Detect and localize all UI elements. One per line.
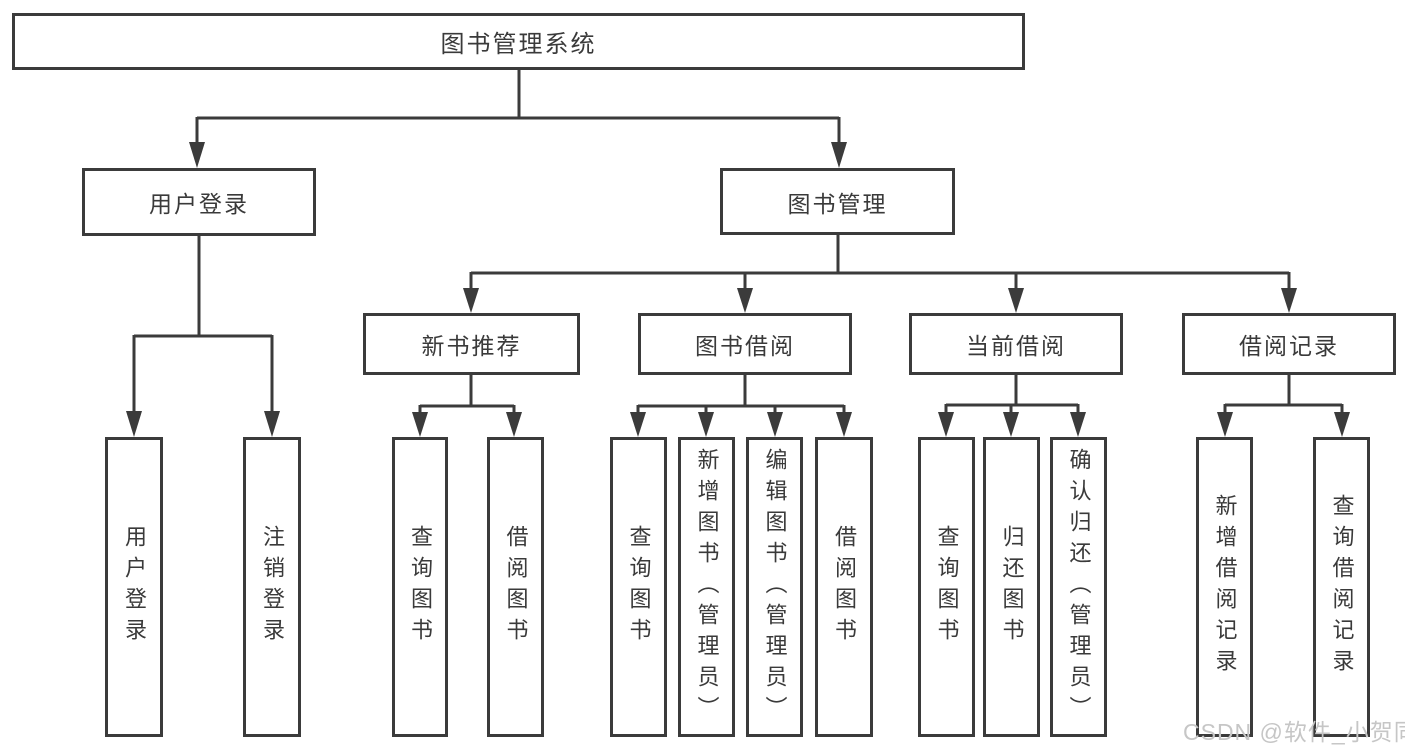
leaf-add-borrow-record-label: 新增借阅记录 — [1212, 494, 1238, 680]
leaf-user-login: 用户登录 — [105, 437, 163, 737]
arrowhead-down-icon — [698, 412, 714, 437]
node-root: 图书管理系统 — [12, 13, 1025, 70]
leaf-borrow-book: 借阅图书 — [815, 437, 873, 737]
node-book-management-label: 图书管理 — [787, 190, 888, 217]
arrowhead-down-icon — [412, 412, 428, 437]
arrowhead-down-icon — [1334, 412, 1350, 437]
connector-path — [469, 234, 1291, 289]
connector-current-borrow — [938, 375, 1086, 437]
leaf-logout: 注销登录 — [243, 437, 301, 737]
leaf-confirm-return-admin-label: 确认归还（管理员） — [1066, 447, 1092, 727]
leaf-confirm-return-admin: 确认归还（管理员） — [1050, 437, 1107, 737]
connector-borrow-records — [1217, 375, 1350, 437]
watermark: CSDN @软件_小贺同学 — [1183, 719, 1405, 745]
connector-new-book-recommend — [412, 375, 522, 437]
arrowhead-down-icon — [1070, 412, 1086, 437]
arrowhead-down-icon — [126, 411, 142, 437]
node-root-label: 图书管理系统 — [440, 31, 597, 58]
arrowhead-down-icon — [463, 288, 479, 313]
leaf-return-book: 归还图书 — [983, 437, 1040, 737]
arrowhead-down-icon — [831, 142, 847, 168]
arrowhead-down-icon — [189, 142, 205, 168]
arrowhead-down-icon — [1008, 288, 1024, 313]
node-user-login-group-label: 用户登录 — [149, 191, 249, 217]
arrowhead-down-icon — [264, 411, 280, 437]
connector-path — [1223, 375, 1344, 413]
leaf-edit-book-admin: 编辑图书（管理员） — [746, 437, 803, 737]
arrowhead-down-icon — [1217, 412, 1233, 437]
arrowhead-down-icon — [737, 288, 753, 313]
node-new-book-recommend: 新书推荐 — [363, 313, 580, 375]
leaf-edit-book-admin-label: 编辑图书（管理员） — [762, 447, 788, 727]
arrowhead-down-icon — [1003, 412, 1019, 437]
node-current-borrow-label: 当前借阅 — [966, 333, 1066, 359]
connector-path — [132, 234, 274, 412]
leaf-user-login-label: 用户登录 — [122, 525, 147, 649]
node-borrow-records: 借阅记录 — [1182, 313, 1396, 375]
node-book-borrow-label: 图书借阅 — [695, 333, 795, 359]
connector-user-login-group — [126, 234, 280, 437]
node-new-book-recommend-label: 新书推荐 — [421, 333, 522, 359]
leaf-borrow-book-recommend: 借阅图书 — [487, 437, 544, 737]
connector-path — [418, 375, 516, 413]
node-book-management: 图书管理 — [720, 168, 955, 235]
arrowhead-down-icon — [1281, 288, 1297, 313]
arrowhead-down-icon — [836, 412, 852, 437]
node-borrow-records-label: 借阅记录 — [1239, 333, 1339, 359]
leaf-query-book-current: 查询图书 — [918, 437, 975, 737]
leaf-add-borrow-record: 新增借阅记录 — [1196, 437, 1253, 737]
arrowhead-down-icon — [630, 412, 646, 437]
leaf-query-borrow-record: 查询借阅记录 — [1313, 437, 1370, 737]
arrowhead-down-icon — [938, 412, 954, 437]
arrowhead-down-icon — [767, 412, 783, 437]
leaf-query-book-borrow-label: 查询图书 — [626, 525, 652, 649]
leaf-logout-label: 注销登录 — [260, 525, 285, 649]
leaf-add-book-admin-label: 新增图书（管理员） — [694, 447, 720, 727]
leaf-query-book-borrow: 查询图书 — [610, 437, 667, 737]
leaf-query-book-recommend-label: 查询图书 — [408, 525, 433, 649]
node-current-borrow: 当前借阅 — [909, 313, 1123, 375]
node-user-login-group: 用户登录 — [82, 168, 316, 236]
leaf-add-book-admin: 新增图书（管理员） — [678, 437, 735, 737]
connector-book-borrow — [630, 375, 852, 437]
leaf-borrow-book-label: 借阅图书 — [832, 525, 857, 649]
connector-root-to-level2 — [189, 68, 847, 168]
connector-path — [944, 375, 1080, 413]
node-book-borrow: 图书借阅 — [638, 313, 852, 375]
leaf-return-book-label: 归还图书 — [999, 525, 1025, 649]
leaf-query-borrow-record-label: 查询借阅记录 — [1329, 494, 1355, 680]
connector-path — [195, 68, 841, 143]
connector-book-management — [463, 234, 1297, 313]
connector-path — [636, 375, 846, 413]
leaf-borrow-book-recommend-label: 借阅图书 — [503, 525, 529, 649]
arrowhead-down-icon — [506, 412, 522, 437]
leaf-query-book-current-label: 查询图书 — [934, 525, 960, 649]
leaf-query-book-recommend: 查询图书 — [392, 437, 448, 737]
